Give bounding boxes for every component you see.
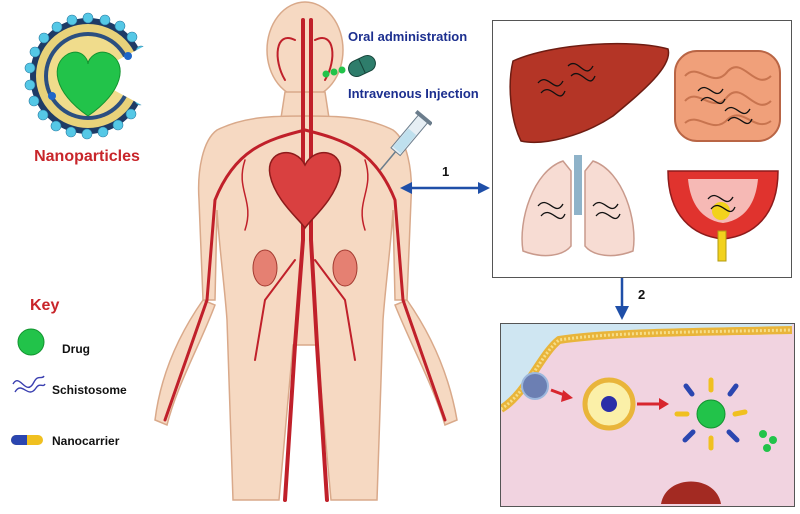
syringe-icon [379,109,432,171]
drug-core-heart [56,51,121,117]
nucleus [661,481,721,504]
nanocarrier-icon [11,435,43,445]
cellular-uptake-illustration [501,324,792,504]
key-item-nanocarrier-label: Nanocarrier [52,434,120,448]
nanoparticle-illustration [24,12,158,140]
released-drug [696,399,726,429]
oral-administration-label: Oral administration [348,29,468,44]
liver-organ [509,42,670,143]
down-arrow-icon [615,278,629,320]
nanoparticles-title: Nanoparticles [34,148,140,165]
heart-organ [268,151,342,230]
bladder-organ [667,170,779,262]
key-item-drug-label: Drug [62,342,90,356]
key-title: Key [30,297,60,314]
green-circle-icon [17,328,45,356]
nanocarrier-particle [521,372,549,400]
schistosome-marks [537,63,753,220]
kidney-left [252,249,278,287]
step-1-label: 1 [442,164,450,179]
human-body-circulatory-illustration [154,1,458,502]
intravenous-injection-label: Intravenous Injection [348,86,479,101]
kidney-right [332,249,358,287]
oral-capsule-icon [322,54,376,78]
bidirectional-arrow-icon [400,182,490,194]
key-item-schistosome-label: Schistosome [52,383,127,397]
body-silhouette [154,1,458,501]
intestine-organ [674,50,781,142]
step-2-label: 2 [638,287,646,302]
schistosome-icon [12,375,46,393]
organs-illustration [509,42,781,262]
cutaway-notch [88,44,158,114]
blood-vessels [163,18,447,502]
